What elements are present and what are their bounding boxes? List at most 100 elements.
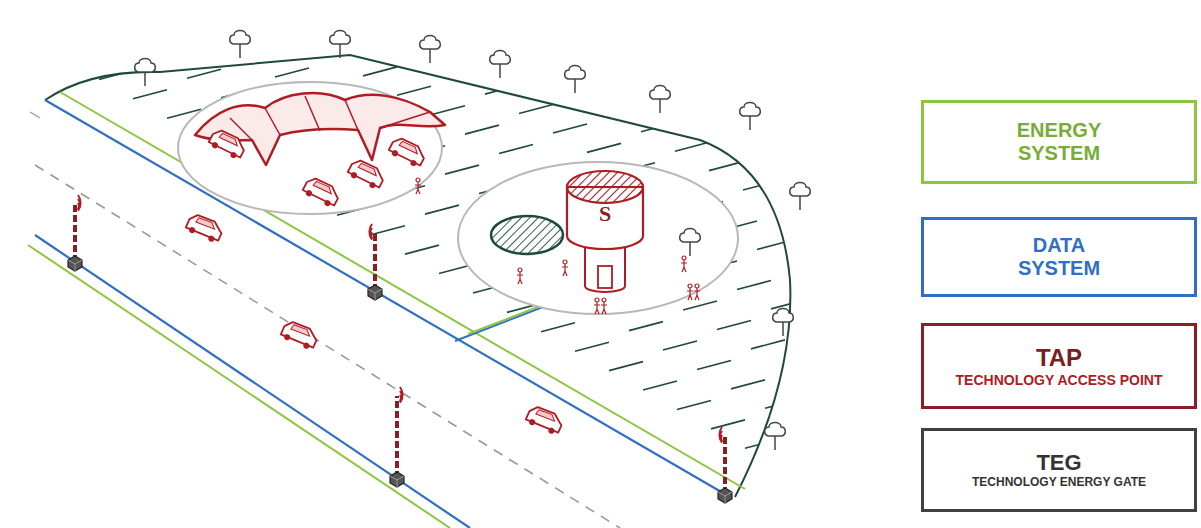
pole-shaft	[73, 204, 77, 262]
tree	[790, 183, 811, 211]
person	[594, 298, 600, 314]
car-body	[281, 319, 320, 349]
stall-line	[133, 90, 167, 99]
legend-box: ENERGY SYSTEM	[921, 100, 1197, 184]
tree-crown	[230, 31, 251, 45]
stall-line	[587, 143, 621, 152]
stall-line	[859, 299, 893, 308]
stall-line	[371, 226, 405, 235]
car-wheel	[207, 235, 215, 243]
stall-line	[817, 120, 851, 129]
stall-line	[811, 220, 845, 229]
stall-line	[695, 102, 729, 111]
car-wheel	[547, 427, 555, 435]
stall-line	[763, 141, 797, 150]
pole-shaft	[395, 396, 399, 478]
stall-line	[737, 280, 771, 289]
stall-line	[681, 43, 715, 52]
person-body	[594, 302, 600, 314]
tree-trunk	[749, 116, 751, 130]
stall-line	[765, 399, 799, 408]
stall-line	[819, 379, 853, 388]
tree-crown	[330, 31, 351, 45]
stall-line	[697, 360, 731, 369]
tree-trunk	[239, 44, 241, 58]
stall-line	[593, 44, 627, 53]
stall-line	[771, 300, 805, 309]
stall-line	[397, 86, 431, 95]
canopy-rib	[305, 96, 320, 131]
stall-line	[383, 27, 417, 36]
canopy-rib	[345, 100, 358, 130]
signal-arc	[400, 387, 403, 403]
canopy-rib	[380, 112, 430, 128]
cars	[185, 127, 565, 436]
car-wheel	[350, 171, 358, 179]
legend-subtitle: TECHNOLOGY ENERGY GATE	[972, 476, 1146, 490]
pole-shaft	[723, 436, 727, 494]
tree-crown	[135, 59, 156, 73]
stall-line	[609, 362, 643, 371]
teg-cube-edge	[390, 476, 404, 487]
car-window	[399, 140, 419, 155]
stall-line	[295, 28, 329, 37]
stall-line	[119, 30, 153, 39]
tree	[773, 309, 794, 337]
tree	[490, 51, 511, 79]
stall-line	[847, 498, 881, 507]
person-head	[595, 298, 599, 302]
car-body	[303, 175, 342, 206]
stall-line	[731, 380, 765, 389]
stall-line	[791, 260, 825, 269]
tree	[135, 59, 156, 87]
person-head	[518, 268, 522, 272]
teg-cube	[390, 472, 404, 487]
stall-line	[187, 69, 221, 78]
trees	[135, 31, 811, 451]
person	[517, 268, 523, 284]
car	[280, 319, 320, 352]
tree-trunk	[429, 49, 431, 63]
car-wheel	[409, 159, 417, 167]
tree	[765, 423, 786, 451]
legend-box: TEGTECHNOLOGY ENERGY GATE	[921, 428, 1197, 512]
tap-poles	[68, 195, 732, 503]
tree-crown	[680, 229, 701, 243]
stall-line	[525, 5, 559, 14]
person-head	[416, 178, 420, 182]
car-body	[389, 135, 428, 166]
person-body	[681, 260, 687, 272]
stall-line	[785, 359, 819, 368]
green-pad	[491, 216, 563, 254]
tap-pole	[68, 195, 82, 271]
tree-trunk	[339, 44, 341, 58]
person-body	[562, 264, 568, 276]
car-wheel	[188, 226, 196, 234]
stall-line	[405, 245, 439, 254]
legend-box: TAPTECHNOLOGY ACCESS POINT	[921, 323, 1197, 409]
stall-line	[173, 10, 207, 19]
tree	[565, 66, 586, 94]
building-door	[598, 266, 612, 288]
stall-line	[363, 67, 397, 76]
car-wheel	[302, 342, 310, 350]
tree-trunk	[659, 99, 661, 113]
parking-stalls	[0, 0, 1021, 507]
person-head	[563, 260, 567, 264]
stall-line	[839, 339, 873, 348]
stall-line	[431, 106, 465, 115]
car-body	[348, 157, 387, 188]
car-body	[526, 404, 565, 434]
stall-line	[349, 7, 383, 16]
stall-line	[643, 381, 677, 390]
stall-line	[85, 11, 119, 20]
stall-line	[885, 159, 919, 168]
stall-line	[845, 239, 879, 248]
stall-line	[879, 259, 913, 268]
car-wheel	[229, 151, 237, 159]
stall-line	[777, 200, 811, 209]
teg-cube	[368, 285, 382, 300]
stall-line	[805, 319, 839, 328]
person	[415, 178, 421, 194]
legend-box: DATA SYSTEM	[921, 217, 1197, 297]
